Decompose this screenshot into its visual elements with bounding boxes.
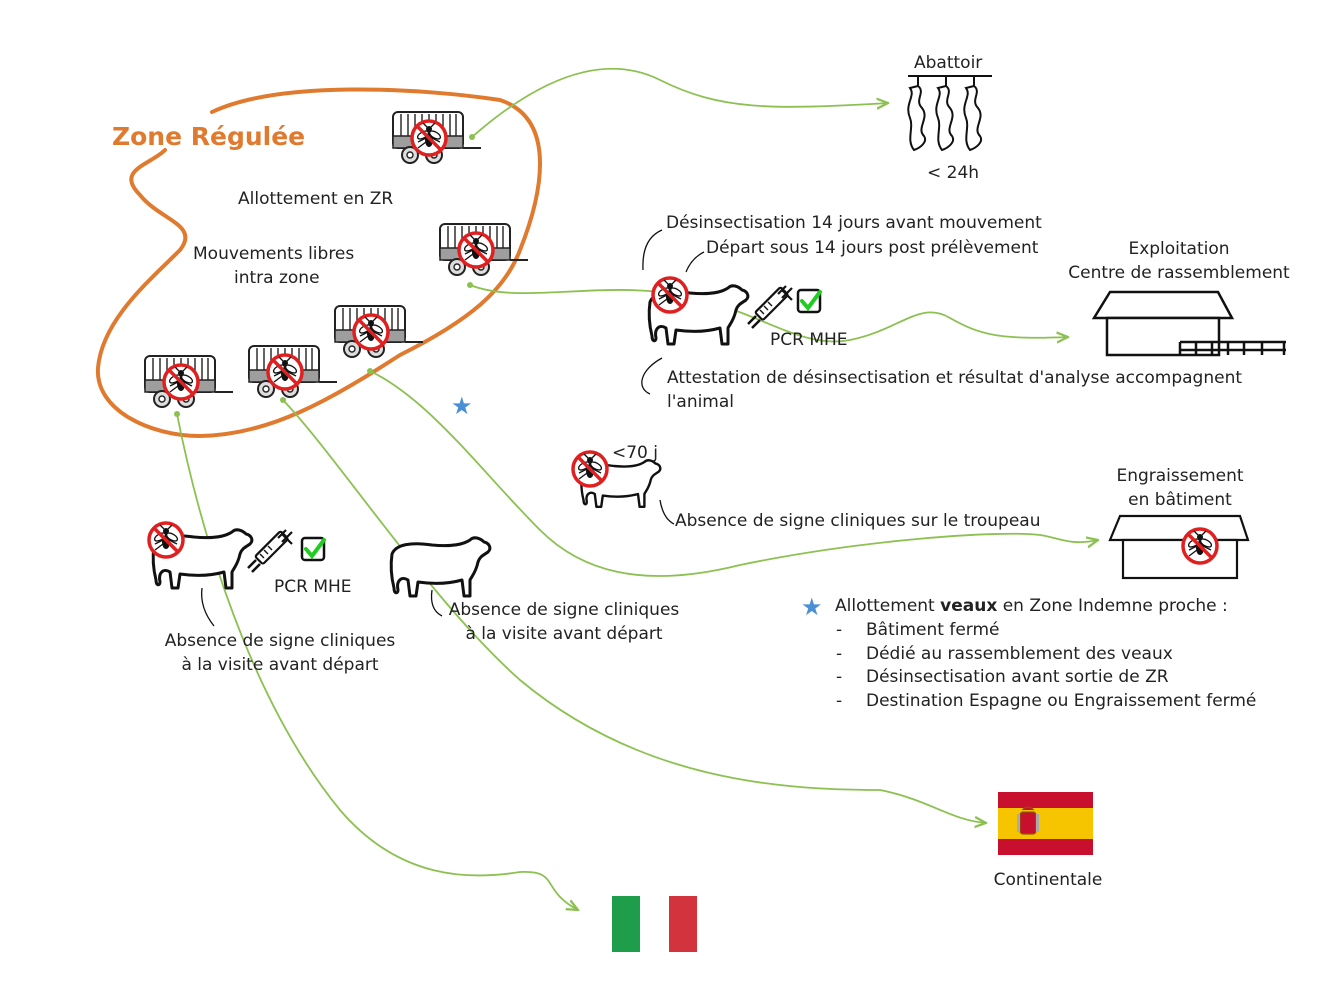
- star-icon: ★: [451, 392, 473, 420]
- desinsectisation-note: Désinsectisation 14 jours avant mouvemen…: [666, 213, 1042, 233]
- legend-bullet: -: [836, 644, 843, 664]
- arrow-start-dot: [280, 397, 286, 403]
- trailer-icon: [144, 355, 234, 408]
- legend-item: Désinsectisation avant sortie de ZR: [866, 667, 1169, 687]
- arrow-start-dot: [367, 368, 373, 374]
- regulated-zone-outline: [95, 87, 542, 439]
- exploitation-building-icon: [1091, 290, 1286, 357]
- italy-note-line2: à la visite avant départ: [181, 655, 379, 675]
- exploitation-subtitle: Centre de rassemblement: [1068, 263, 1290, 283]
- callout-line: [200, 587, 215, 627]
- check-icon: [796, 288, 822, 314]
- attestation-line1: Attestation de désinsectisation et résul…: [667, 368, 1243, 388]
- legend-intro-before: Allottement: [835, 596, 941, 616]
- callout-line: [641, 357, 663, 395]
- age-label: <70 j: [612, 443, 659, 463]
- abattoir-title: Abattoir: [914, 53, 983, 73]
- engraissement-note: Absence de signe cliniques sur le troupe…: [675, 511, 1041, 531]
- mouvements-label-line2: intra zone: [234, 268, 320, 288]
- no-insect-icon: [651, 276, 689, 314]
- legend-bullet: -: [836, 691, 843, 711]
- spain-note-line1: Absence de signe cliniques: [448, 600, 680, 620]
- legend-bullet: -: [836, 667, 843, 687]
- arrow-to-spain: [282, 399, 986, 823]
- arrow-to-abattoir: [471, 67, 888, 138]
- legend-item: Destination Espagne ou Engraissement fer…: [866, 691, 1257, 711]
- callout-line: [659, 499, 675, 525]
- attestation-line2: l'animal: [667, 392, 735, 412]
- legend-item: Bâtiment fermé: [866, 620, 1000, 640]
- cow-icon: [389, 536, 492, 598]
- legend-bullet: -: [836, 620, 843, 640]
- spain-note-line2: à la visite avant départ: [465, 624, 663, 644]
- trailer-icon: [392, 111, 482, 164]
- trailer-icon: [439, 223, 529, 276]
- callout-line: [642, 229, 663, 271]
- arrow-start-dot: [469, 134, 475, 140]
- arrow-start-dot: [174, 411, 180, 417]
- callout-line: [430, 589, 443, 617]
- legend-intro-after: en Zone Indemne proche :: [997, 596, 1228, 616]
- legend-item: Dédié au rassemblement des veaux: [866, 644, 1173, 664]
- mouvements-label-line1: Mouvements libres: [193, 244, 355, 264]
- check-icon: [300, 536, 326, 562]
- italy-flag: [612, 896, 697, 952]
- zone-title: Zone Régulée: [112, 122, 306, 151]
- pcr-label: PCR MHE: [274, 577, 352, 597]
- arrow-to-exploitation: [469, 284, 1068, 342]
- exploitation-title: Exploitation: [1128, 239, 1230, 259]
- arrow-to-engraissement: [369, 370, 1098, 577]
- legend-intro: Allottement veaux en Zone Indemne proche…: [835, 594, 1228, 618]
- arrow-start-dot: [467, 282, 473, 288]
- engraissement-title: Engraissement: [1116, 466, 1244, 486]
- abattoir-icon: [907, 75, 992, 152]
- syringe-icon: [746, 284, 794, 330]
- pcr-label: PCR MHE: [770, 330, 848, 350]
- depart-note: Départ sous 14 jours post prélèvement: [706, 238, 1039, 258]
- abattoir-delay: < 24h: [927, 163, 980, 183]
- spain-destination-label: Continentale: [993, 870, 1103, 890]
- legend-intro-bold: veaux: [940, 596, 998, 616]
- star-icon: ★: [801, 593, 823, 621]
- allotement-label: Allottement en ZR: [238, 189, 394, 209]
- callout-line: [685, 251, 705, 273]
- engraissement-subtitle: en bâtiment: [1128, 490, 1232, 510]
- italy-note-line1: Absence de signe cliniques: [164, 631, 396, 651]
- no-insect-icon: [571, 450, 609, 488]
- engraissement-building-icon: [1108, 514, 1250, 580]
- trailer-icon: [248, 345, 338, 398]
- syringe-icon: [246, 528, 294, 574]
- no-insect-icon: [147, 521, 185, 559]
- spain-flag: [998, 792, 1093, 855]
